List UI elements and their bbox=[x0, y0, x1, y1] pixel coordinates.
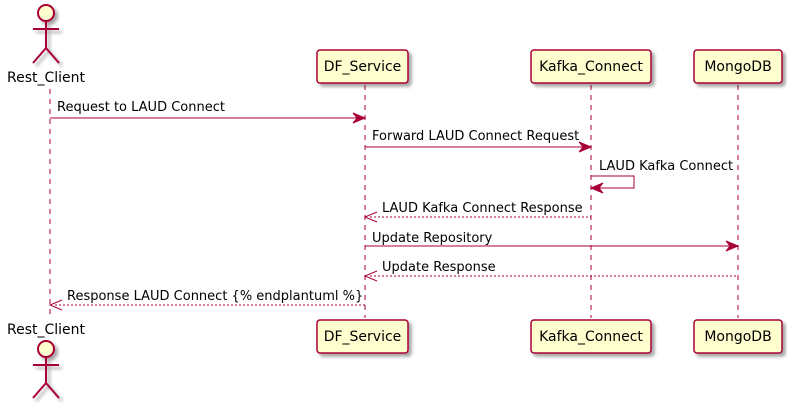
message-label: LAUD Kafka Connect bbox=[599, 159, 733, 174]
message-label: Update Response bbox=[382, 260, 496, 275]
message-label: LAUD Kafka Connect Response bbox=[382, 201, 583, 216]
message-forward-laud-connect-request: Forward LAUD Connect Request bbox=[365, 129, 593, 153]
actor-rest-client-bottom: Rest_Client bbox=[7, 322, 86, 399]
message-label: Forward LAUD Connect Request bbox=[372, 129, 579, 144]
participant-mongodb-top: MongoDB bbox=[693, 49, 783, 84]
actor-label: Rest_Client bbox=[7, 70, 86, 86]
participant-df-service-top: DF_Service bbox=[316, 49, 409, 84]
participant-label: MongoDB bbox=[704, 59, 771, 75]
actor-icon bbox=[32, 340, 60, 399]
participant-label: MongoDB bbox=[704, 329, 771, 345]
participant-label: DF_Service bbox=[324, 329, 402, 345]
participant-kafka-connect-top: Kafka_Connect bbox=[530, 49, 652, 84]
participant-kafka-connect-bottom: Kafka_Connect bbox=[530, 319, 652, 354]
actor-icon bbox=[32, 4, 60, 64]
message-label: Response LAUD Connect {% endplantuml %} bbox=[67, 289, 363, 304]
participant-mongodb-bottom: MongoDB bbox=[693, 319, 783, 354]
actor-label: Rest_Client bbox=[7, 322, 86, 338]
message-laud-kafka-connect-response: LAUD Kafka Connect Response bbox=[363, 201, 591, 223]
message-request-to-laud-connect: Request to LAUD Connect bbox=[50, 100, 367, 124]
message-update-repository: Update Repository bbox=[365, 231, 740, 252]
message-label: Update Repository bbox=[372, 231, 493, 246]
message-update-response: Update Response bbox=[363, 260, 738, 282]
participant-df-service-bottom: DF_Service bbox=[316, 319, 409, 354]
message-label: Request to LAUD Connect bbox=[57, 100, 225, 115]
participant-label: Kafka_Connect bbox=[539, 59, 643, 75]
message-response-laud-connect: Response LAUD Connect {% endplantuml %} bbox=[48, 289, 365, 311]
participant-label: DF_Service bbox=[324, 59, 402, 75]
message-laud-kafka-connect-self: LAUD Kafka Connect bbox=[589, 159, 733, 194]
participant-label: Kafka_Connect bbox=[539, 329, 643, 345]
actor-rest-client-top: Rest_Client bbox=[7, 4, 86, 86]
